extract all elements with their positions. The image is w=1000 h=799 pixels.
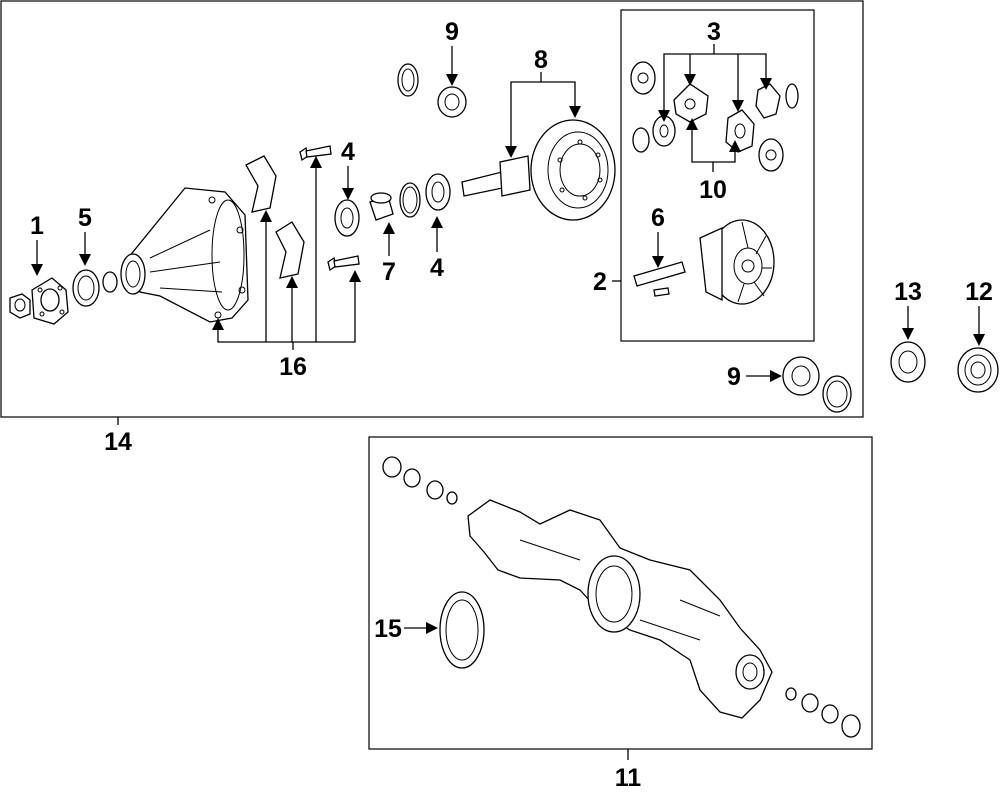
collapsible-spacer-part [369, 192, 394, 221]
axle-housing-part [467, 499, 773, 719]
cap-bolt-upper-part [299, 145, 332, 162]
right-hub-rings-part [785, 687, 861, 738]
axle-seal-part [957, 347, 999, 393]
pinion-front-bearing-part [425, 173, 451, 211]
lower-side-bearing-part [782, 356, 820, 396]
spacer-ring-part [102, 271, 118, 293]
pinion-gear-part [461, 155, 531, 197]
callout-11: 11 [615, 764, 642, 792]
callout-12: 12 [965, 278, 993, 306]
axle-bearing-part [890, 341, 926, 383]
axle-housing-frame [368, 436, 873, 750]
companion-flange-part [31, 277, 69, 325]
callout-3: 3 [707, 18, 721, 46]
callout-4-lower: 4 [430, 254, 444, 282]
side-gear-right-part [725, 109, 755, 153]
cover-gasket-part [439, 591, 485, 669]
ring-gear-part [530, 119, 616, 221]
differential-group-frame [0, 0, 864, 418]
callout-4-upper: 4 [341, 138, 355, 166]
callout-13: 13 [894, 278, 922, 306]
thrust-washer-right-part [785, 83, 799, 109]
thrust-washer-lower-right-part [758, 138, 784, 172]
pinion-mate-upper-part [673, 83, 709, 123]
differential-case-part [699, 219, 775, 305]
case-assembly-frame [620, 9, 815, 342]
callout-6: 6 [651, 204, 665, 232]
callout-8: 8 [534, 46, 548, 74]
nut-part [9, 293, 31, 319]
callout-7: 7 [382, 258, 396, 286]
callout-9-top: 9 [445, 18, 459, 46]
upper-bearing-race-part [397, 63, 419, 97]
bearing-cap-upper-part [245, 155, 277, 213]
carrier-housing-part [120, 187, 249, 323]
thrust-washer-left-part [630, 61, 656, 95]
pinion-shaft-part [633, 261, 686, 297]
pinion-mate-right-part [755, 83, 781, 119]
oil-seal-part [72, 269, 100, 307]
callout-2: 2 [593, 268, 607, 296]
callout-5: 5 [78, 204, 92, 232]
callout-16: 16 [279, 353, 307, 381]
lower-bearing-race-part [822, 375, 852, 413]
thrust-washer-lower-part [632, 127, 650, 153]
bearing-cap-lower-part [275, 221, 305, 279]
callout-15: 15 [374, 615, 402, 643]
cap-bolt-lower-part [327, 255, 360, 272]
callout-14: 14 [104, 428, 132, 456]
callout-1: 1 [30, 212, 44, 240]
shim-ring-part [399, 182, 421, 218]
callout-9-bottom: 9 [727, 363, 741, 391]
upper-side-bearing-part [437, 86, 467, 118]
callout-10: 10 [699, 176, 727, 204]
left-hub-rings-part [382, 456, 458, 505]
pinion-rear-bearing-part [334, 199, 360, 237]
